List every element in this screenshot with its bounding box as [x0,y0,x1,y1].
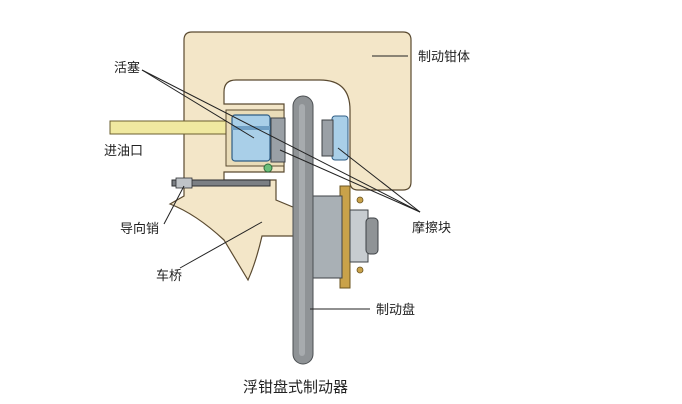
brake-disc-shade [299,104,305,356]
label-oil-inlet: 进油口 [104,144,143,159]
label-axle: 车桥 [156,268,182,284]
outer-brake-pad [321,119,334,157]
guide-pin [171,179,271,187]
leader-lines [141,55,421,310]
caliper-body [168,31,412,282]
hub-stud-bottom [356,266,364,274]
leader-guide-pin [163,185,185,225]
leader-piston-2 [141,69,421,213]
hub-bearing [349,209,369,263]
leader-axle [179,221,263,269]
leader-piston [141,69,255,139]
label-piston: 活塞 [114,60,140,76]
label-guide-pin: 导向销 [120,221,159,237]
diagram-caption: 浮钳盘式制动器 [243,378,348,396]
hub-cap [365,217,379,255]
label-caliper: 制动钳体 [418,50,470,65]
leader-pad-2 [279,149,421,213]
guide-pin-sleeve [175,177,193,189]
piston-seal [232,126,270,130]
leader-pad-1 [337,147,421,213]
hub-body [311,195,343,279]
hub-stud-top [356,196,364,204]
label-brake-pad: 摩擦块 [412,220,451,236]
piston [231,114,271,162]
oil-inlet-pipe [109,120,233,135]
label-brake-disc: 制动盘 [376,302,415,318]
bleed-fitting [263,163,273,173]
